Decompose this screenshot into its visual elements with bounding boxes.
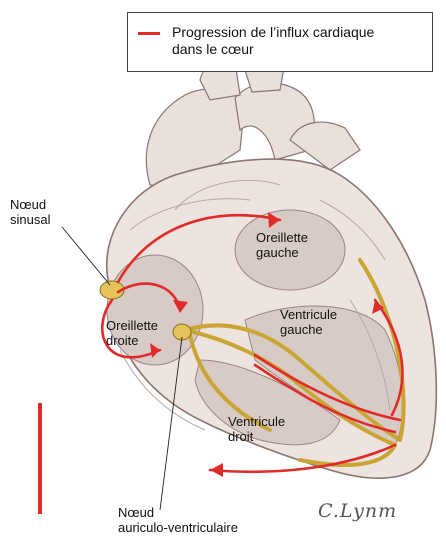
- label-right-ventricle: Ventricule droit: [228, 414, 285, 444]
- label-left-ventricle: Ventricule gauche: [280, 307, 337, 337]
- label-right-atrium: Oreillette droite: [106, 318, 158, 348]
- legend-line-swatch: [138, 32, 160, 35]
- label-right-atrium-line2: droite: [106, 333, 158, 348]
- red-vertical-bar: [38, 403, 42, 514]
- label-left-atrium-line1: Oreillette: [256, 230, 308, 245]
- legend-text-line2: dans le cœur: [172, 41, 374, 58]
- label-av-node-line1: Nœud: [118, 505, 238, 520]
- label-av-node-line2: auriculo-ventriculaire: [118, 520, 238, 535]
- legend-text-line1: Progression de l’influx cardiaque: [172, 24, 374, 41]
- legend-box: Progression de l’influx cardiaque dans l…: [127, 12, 433, 72]
- label-right-ventricle-line1: Ventricule: [228, 414, 285, 429]
- label-sa-node: Nœud sinusal: [10, 197, 50, 227]
- label-sa-node-line2: sinusal: [10, 212, 50, 227]
- label-left-atrium-line2: gauche: [256, 245, 308, 260]
- legend-text: Progression de l’influx cardiaque dans l…: [172, 24, 374, 58]
- artist-signature: C.Lynm: [318, 500, 397, 522]
- label-right-atrium-line1: Oreillette: [106, 318, 158, 333]
- label-sa-node-line1: Nœud: [10, 197, 50, 212]
- label-av-node: Nœud auriculo-ventriculaire: [118, 505, 238, 535]
- label-right-ventricle-line2: droit: [228, 429, 285, 444]
- label-left-ventricle-line2: gauche: [280, 322, 337, 337]
- label-left-ventricle-line1: Ventricule: [280, 307, 337, 322]
- label-left-atrium: Oreillette gauche: [256, 230, 308, 260]
